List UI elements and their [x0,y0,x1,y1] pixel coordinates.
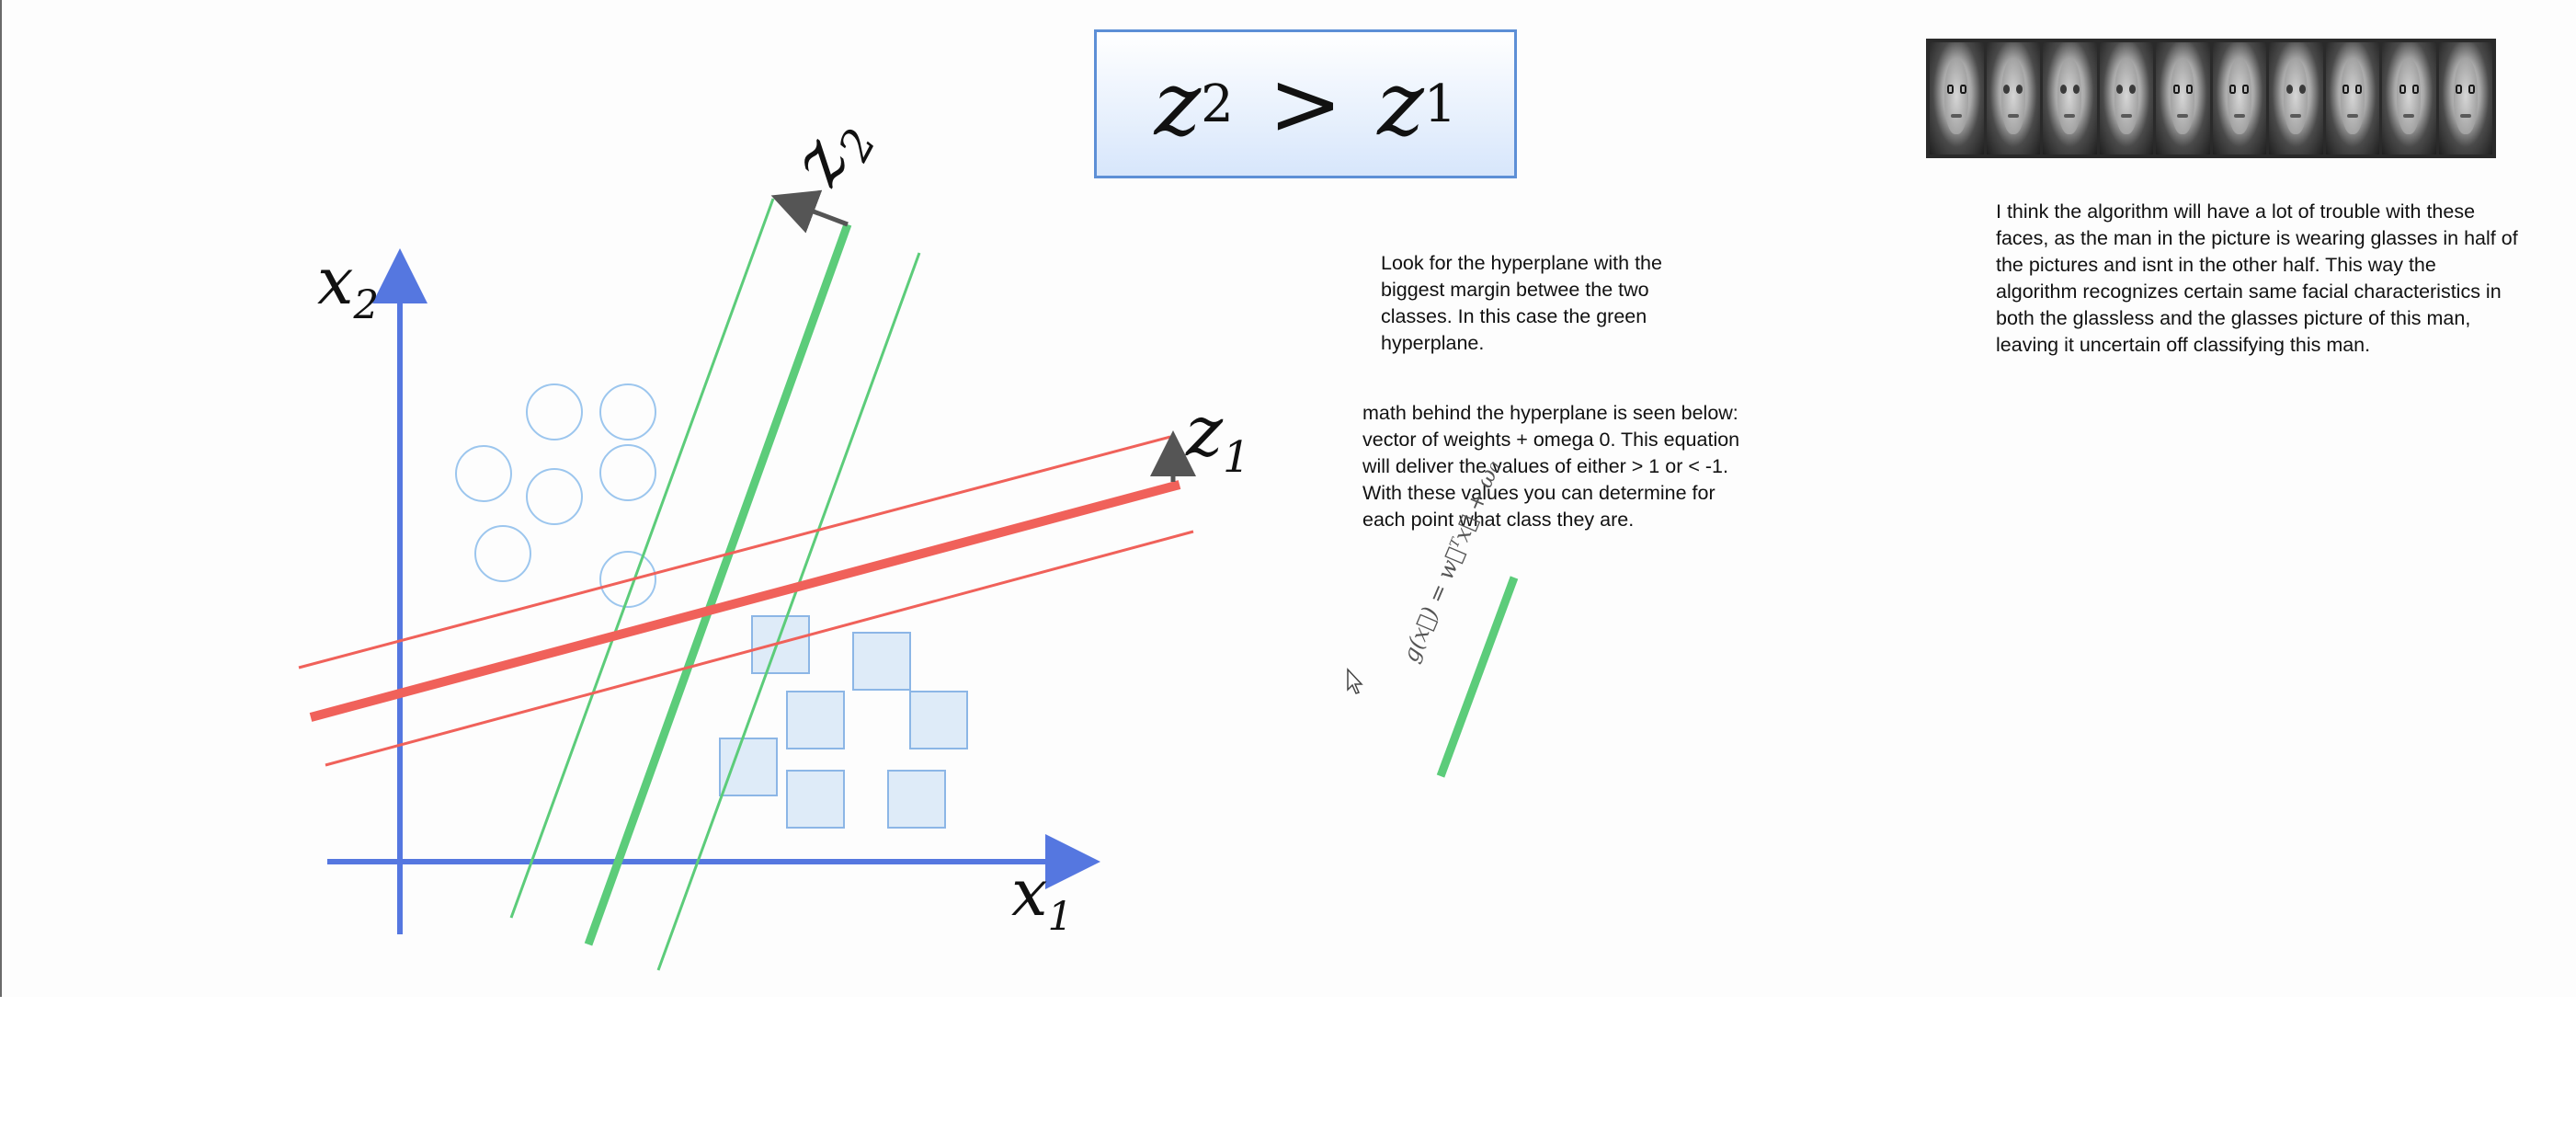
green-decision-line [584,223,852,946]
green-hyperplane [509,198,921,971]
faces-note: I think the algorithm will have a lot of… [1996,199,2518,359]
red-hyperplane [298,435,1194,767]
class-a-point [599,551,656,608]
red-decision-line [309,480,1181,722]
class-b-point [786,691,845,749]
mouse-pointer-icon [1347,668,1363,694]
window-left-edge [0,0,2,997]
formula-lhs-sub: 2 [1201,74,1234,134]
formula-rhs-sub: 1 [1423,74,1457,134]
class-a-point [526,468,583,525]
svm-hyperplane-diagram: x1 x2 z1 z2 [298,101,1250,971]
class-b-point [852,632,911,691]
green-hyperplane-sample-line [1436,576,1519,778]
face-thumbnail [2043,42,2097,154]
formula-operator: > [1268,52,1343,155]
class-b-point [909,691,968,749]
class-a-point [455,445,512,502]
class-b-point [887,770,946,829]
green-margin-right [656,252,921,971]
z1-label: z1 [1185,390,1250,483]
formula-rhs: z [1377,52,1424,155]
note-line: algorithm recognizes certain same facial… [1996,280,2502,303]
class-a-point [526,383,583,440]
class-a-point [474,525,531,582]
face-thumbnail [2099,42,2153,154]
note-line: classes. In this case the green [1381,305,1647,327]
class-b-squares [719,615,968,829]
class-a-point [599,444,656,501]
note-line: Look for the hyperplane with the [1381,252,1662,274]
red-margin-top [298,435,1171,669]
x1-axis-label: x1 [1011,855,1073,940]
note-line: biggest margin betwee the two [1381,279,1649,301]
note-line: hyperplane. [1381,332,1485,354]
face-thumbnail [1930,42,1984,154]
face-thumbnail [2212,42,2266,154]
note-line: the pictures and isnt in the other half.… [1996,254,2436,276]
z2-normal-vector [770,189,849,234]
note-line: With these values you can determine for [1362,482,1715,504]
formula-lhs: z [1154,52,1202,155]
note-line: will deliver the values of either > 1 or… [1362,455,1728,477]
z2-label: z2 [774,101,887,202]
faces-image-strip [1926,39,2496,158]
note-line: faces, as the man in the picture is wear… [1996,227,2518,249]
class-b-point [786,770,845,829]
class-b-point [751,615,810,674]
note-line: leaving it uncertain off classifying thi… [1996,334,2371,356]
face-thumbnail [2438,42,2492,154]
face-thumbnail [1986,42,2040,154]
note-line: I think the algorithm will have a lot of… [1996,200,2476,223]
class-a-point [599,383,656,440]
note-line: each point what class they are. [1362,509,1635,531]
face-thumbnail [2156,42,2210,154]
face-thumbnail [2325,42,2379,154]
math-note: math behind the hyperplane is seen below… [1362,400,1739,533]
note-line: math behind the hyperplane is seen below… [1362,402,1738,424]
red-margin-bottom [325,530,1194,767]
face-thumbnail [2269,42,2323,154]
note-line: both the glassless and the glasses pictu… [1996,307,2471,329]
face-thumbnail [2382,42,2436,154]
note-line: vector of weights + omega 0. This equati… [1362,429,1740,451]
hyperplane-note: Look for the hyperplane with the biggest… [1381,250,1662,357]
class-a-circles [455,383,656,608]
x2-axis-label: x2 [317,244,379,328]
class-b-point [719,738,778,796]
green-margin-left [509,198,775,919]
